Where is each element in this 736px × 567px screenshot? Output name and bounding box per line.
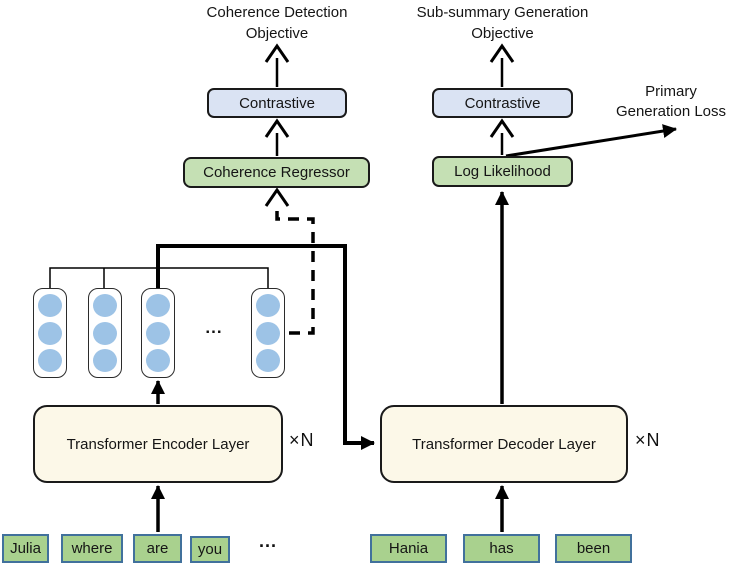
encoder-token-where: where — [61, 534, 123, 563]
embedding-circle — [256, 349, 280, 373]
decoder-token-has: has — [463, 534, 540, 563]
embedding-to-regressor-dashed-line — [275, 204, 315, 335]
embedding-column-1 — [33, 288, 67, 378]
loglikelihood-to-contrastive-arrowhead — [489, 118, 515, 138]
primary-generation-loss-label: Primary Generation Loss — [615, 83, 727, 120]
embedding-circle — [38, 321, 62, 345]
regressor-to-contrastive-arrowhead — [264, 118, 290, 138]
embedding-ellipsis: ... — [205, 318, 223, 337]
primary-generation-loss-arrow — [505, 124, 677, 158]
subsummary-generation-objective-label: Sub-summary Generation Objective — [416, 4, 589, 42]
embedding-circle — [256, 321, 280, 345]
embedding-column-3 — [141, 288, 175, 378]
contrastive-to-subsummary-objective-arrowhead — [489, 43, 515, 63]
contrastive-box-right: Contrastive — [432, 88, 573, 118]
coherence-regressor-box: Coherence Regressor — [183, 157, 370, 188]
transformer-encoder-layer-box: Transformer Encoder Layer — [33, 405, 283, 483]
encoder-token-ellipsis: ... — [258, 531, 277, 551]
embedding-circle — [146, 321, 170, 345]
embedding-to-regressor-arrowhead — [264, 187, 290, 207]
embedding-circle — [146, 349, 170, 373]
embedding-column-4 — [251, 288, 285, 378]
embedding-circle — [146, 293, 170, 317]
decoder-token-been: been — [555, 534, 632, 563]
decoder-repeat-label: ×N — [635, 430, 661, 450]
contrastive-box-left: Contrastive — [207, 88, 347, 118]
embedding-circle — [93, 321, 117, 345]
coherence-detection-objective-label: Coherence Detection Objective — [206, 4, 348, 42]
contrastive-to-coherence-objective-arrowhead — [264, 43, 290, 63]
embedding-column-2 — [88, 288, 122, 378]
embedding-circle — [93, 293, 117, 317]
log-likelihood-box: Log Likelihood — [432, 156, 573, 187]
embedding-circle — [38, 349, 62, 373]
encoder-repeat-label: ×N — [289, 430, 315, 450]
transformer-decoder-layer-box: Transformer Decoder Layer — [380, 405, 628, 483]
encoder-token-julia: Julia — [2, 534, 49, 563]
encoder-token-are: are — [133, 534, 182, 563]
encoder-token-you: you — [190, 536, 230, 563]
encoder-to-decoder-arrow — [156, 244, 375, 450]
embedding-circle — [256, 293, 280, 317]
decoder-token-hania: Hania — [370, 534, 447, 563]
embedding-circle — [38, 293, 62, 317]
embedding-circle — [93, 349, 117, 373]
